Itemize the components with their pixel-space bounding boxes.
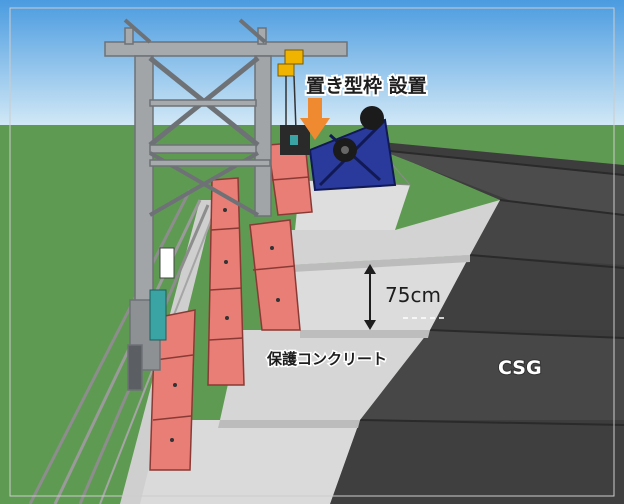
height-dimension-marker: [364, 264, 445, 330]
formwork-row-3: [249, 219, 301, 331]
step-height-label: 75cm: [385, 283, 441, 307]
protective-concrete-label: 保護コンクリート: [266, 350, 387, 368]
diagram-border: [9, 7, 615, 497]
control-panel: [159, 247, 175, 279]
formwork-install-label: 置き型枠 設置: [306, 74, 427, 97]
teal-unit: [149, 289, 167, 341]
formwork-row-front: [149, 309, 196, 471]
csg-label: CSG: [498, 357, 542, 379]
formwork-row-2: [207, 177, 245, 386]
csg-body: [330, 140, 624, 504]
hoist: [277, 49, 304, 131]
gantry-crane: [104, 18, 348, 391]
formwork-machine: [280, 106, 397, 192]
down-arrow-icon: [300, 98, 330, 140]
protective-concrete-steps: [130, 149, 500, 504]
